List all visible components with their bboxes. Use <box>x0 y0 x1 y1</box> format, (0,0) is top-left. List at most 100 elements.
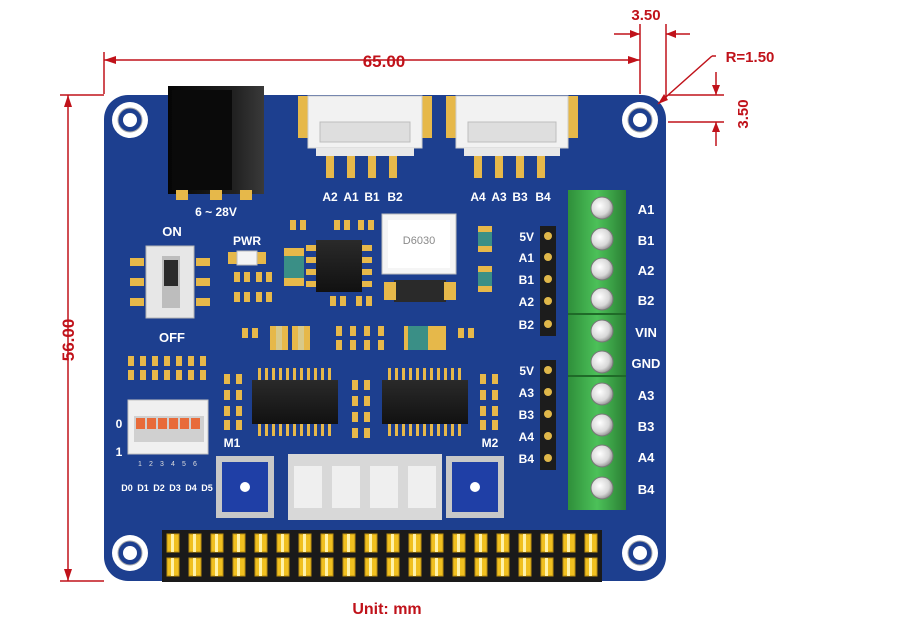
dip-number-3: 3 <box>160 461 164 468</box>
hole-radius-label: R=1.50 <box>726 49 775 66</box>
connector-right-pin-4: B4 <box>535 190 551 204</box>
gpio-pin-highlight <box>347 534 350 552</box>
potentiometer-left <box>216 456 274 518</box>
gpio-pin-highlight <box>545 534 548 552</box>
inductor <box>381 213 457 275</box>
gpio-pin-highlight <box>589 558 592 576</box>
motor-driver-ic-1 <box>252 368 338 436</box>
motor1-label: M1 <box>224 436 241 450</box>
passive-cluster-left <box>234 272 272 302</box>
schottky-diode <box>384 280 456 302</box>
screw-terminal-block <box>568 190 626 510</box>
terminal-label-2: B1 <box>638 233 655 248</box>
gpio-pin-highlight <box>281 534 284 552</box>
header-bottom-pin-4: A4 <box>519 430 535 444</box>
gpio-pin-highlight <box>501 558 504 576</box>
terminal-screw-7 <box>590 382 614 406</box>
capacitor-teal-left <box>284 248 304 286</box>
connector-right-pin-3: B3 <box>512 190 528 204</box>
header-top-pin-3: B1 <box>519 273 535 287</box>
gpio-pin-highlight <box>193 534 196 552</box>
gpio-pin-highlight <box>369 558 372 576</box>
terminal-label-3: A2 <box>638 263 655 278</box>
connector-left <box>298 95 432 178</box>
connector-left-pin-4: B2 <box>387 190 403 204</box>
gpio-pin-highlight <box>523 534 526 552</box>
terminal-screw-2 <box>590 227 614 251</box>
header-bottom-pin-5: B4 <box>519 452 535 466</box>
dip-bit-label-3: D3 <box>169 483 181 493</box>
dc-power-jack <box>168 86 264 200</box>
terminal-label-7: A3 <box>638 388 655 403</box>
terminal-screw-3 <box>590 257 614 281</box>
mounting-hole-top-left <box>112 102 148 138</box>
terminal-label-10: B4 <box>638 482 655 497</box>
gpio-pin-highlight <box>413 534 416 552</box>
gpio-pin-highlight <box>237 534 240 552</box>
dip-bit-label-5: D5 <box>201 483 213 493</box>
gpio-pin-highlight <box>457 534 460 552</box>
height-dimension-label: 56.00 <box>59 319 78 362</box>
terminal-label-6: GND <box>632 356 661 371</box>
pwr-led <box>228 250 266 266</box>
gpio-pin-highlight <box>171 534 174 552</box>
dip-switch <box>127 399 209 455</box>
gpio-pin-highlight <box>435 534 438 552</box>
pwr-led-label: PWR <box>233 234 261 248</box>
terminal-screw-1 <box>590 196 614 220</box>
power-input-label: 6 ~ 28V <box>195 205 237 219</box>
gpio-pin-highlight <box>391 534 394 552</box>
dip-zero-label: 0 <box>116 417 123 431</box>
terminal-label-1: A1 <box>638 202 655 217</box>
gpio-pin-highlight <box>347 558 350 576</box>
header-top-pin-5: B2 <box>519 318 535 332</box>
gpio-pin-highlight <box>281 558 284 576</box>
sense-resistor-4 <box>402 454 442 520</box>
header-bottom-pin-1: 5V <box>519 364 534 378</box>
mounting-hole-top-right <box>622 102 658 138</box>
connector-right-pin-1: A4 <box>470 190 486 204</box>
gpio-pin-highlight <box>369 534 372 552</box>
dip-number-2: 2 <box>149 461 153 468</box>
gpio-pin-highlight <box>193 558 196 576</box>
passive-cluster-mid <box>290 220 374 306</box>
gpio-pin-highlight <box>413 558 416 576</box>
gpio-pin-highlight <box>479 534 482 552</box>
terminal-screw-4 <box>590 287 614 311</box>
gpio-header <box>162 530 602 582</box>
mounting-hole-bottom-right <box>622 535 658 571</box>
gpio-pin-highlight <box>479 558 482 576</box>
connector-left-pin-2: A1 <box>343 190 359 204</box>
gpio-pin-highlight <box>171 558 174 576</box>
terminal-label-8: B3 <box>638 419 655 434</box>
gpio-pin-highlight <box>303 558 306 576</box>
width-dimension-label: 65.00 <box>363 52 406 71</box>
mounting-hole-bottom-left <box>112 535 148 571</box>
gpio-pin-highlight <box>545 558 548 576</box>
header-top-pin-1: 5V <box>519 230 534 244</box>
gpio-pin-highlight <box>215 558 218 576</box>
sense-resistor-3 <box>364 454 404 520</box>
dip-bit-label-0: D0 <box>121 483 133 493</box>
resistor-array-left <box>128 356 206 380</box>
gpio-header-body <box>162 530 602 582</box>
terminal-label-4: B2 <box>638 293 655 308</box>
dip-number-5: 5 <box>182 461 186 468</box>
hole-offset-y-label: 3.50 <box>735 99 752 128</box>
sense-resistor-1 <box>288 454 328 520</box>
gpio-pin-highlight <box>325 534 328 552</box>
power-switch <box>130 245 210 319</box>
header-bottom-pin-3: B3 <box>519 408 535 422</box>
gpio-pin-highlight <box>237 558 240 576</box>
connector-right-pin-2: A3 <box>491 190 507 204</box>
passive-cluster-drivers <box>224 374 498 438</box>
capacitor-row <box>270 326 446 350</box>
gpio-pin-highlight <box>303 534 306 552</box>
terminal-label-9: A4 <box>638 450 655 465</box>
header-bottom-pin-2: A3 <box>519 386 535 400</box>
terminal-screw-9 <box>590 444 614 468</box>
motor2-label: M2 <box>482 436 499 450</box>
capacitor-teal-right <box>478 226 492 292</box>
gpio-pin-highlight <box>391 558 394 576</box>
